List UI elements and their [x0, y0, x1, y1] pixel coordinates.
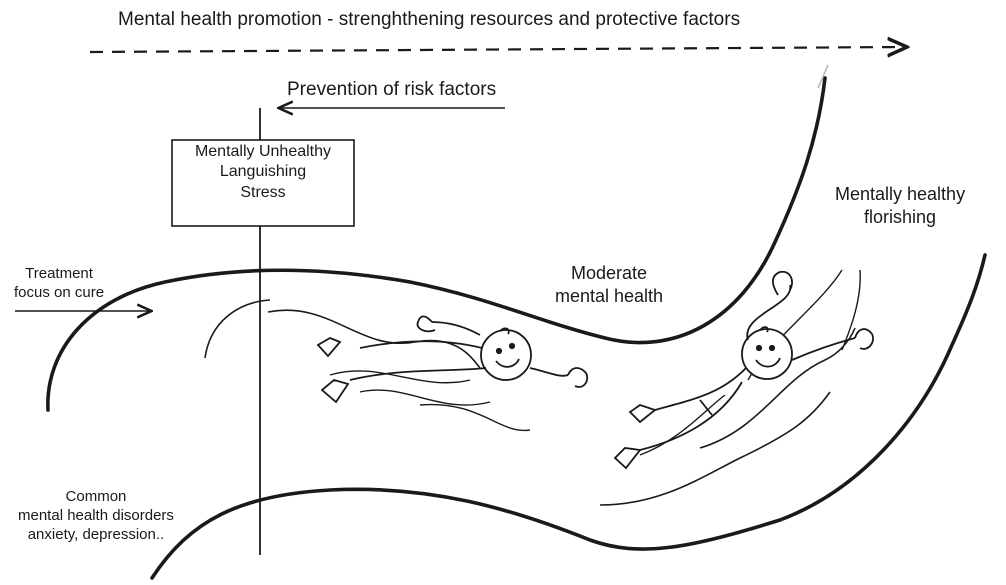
common-line-3: anxiety, depression..	[18, 525, 174, 544]
healthy-label: Mentally healthy florishing	[835, 183, 965, 229]
sliding-person-left	[318, 316, 587, 402]
treatment-label: Treatment focus on cure	[14, 264, 104, 302]
treatment-line-1: Treatment	[14, 264, 104, 283]
flow-curve-middle-3	[360, 390, 490, 405]
common-line-2: mental health disorders	[18, 506, 174, 525]
healthy-line-1: Mentally healthy	[835, 183, 965, 206]
moderate-label: Moderate mental health	[555, 262, 663, 308]
flow-curve-middle-4	[420, 405, 530, 431]
unhealthy-box-line-1: Mentally Unhealthy	[172, 142, 354, 162]
unhealthy-box-line-3: Stress	[172, 183, 354, 203]
unhealthy-box-text: Mentally Unhealthy Languishing Stress	[172, 142, 354, 203]
prevention-label: Prevention of risk factors	[287, 79, 496, 102]
unhealthy-box-line-2: Languishing	[172, 162, 354, 182]
moderate-line-1: Moderate	[555, 262, 663, 285]
flow-curve-right-5	[842, 270, 860, 350]
flow-curve-middle-1	[268, 310, 480, 368]
promotion-label: Mental health promotion - strenghthening…	[118, 9, 740, 32]
promotion-dashed-arrow	[90, 47, 905, 52]
healthy-line-2: florishing	[835, 206, 965, 229]
treatment-line-2: focus on cure	[14, 283, 104, 302]
moderate-line-2: mental health	[555, 285, 663, 308]
slide-upper-edge	[48, 78, 825, 410]
common-disorders-label: Common mental health disorders anxiety, …	[18, 487, 174, 545]
common-line-1: Common	[18, 487, 174, 506]
